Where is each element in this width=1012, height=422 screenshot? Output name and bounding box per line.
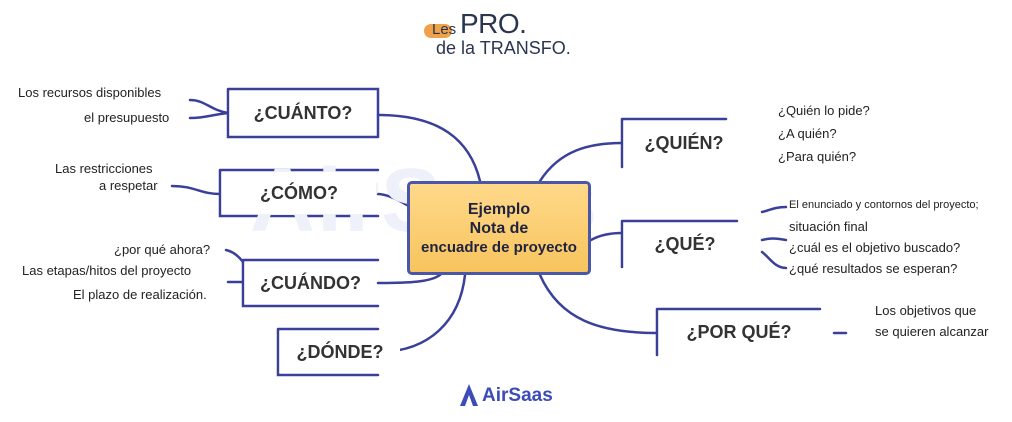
central-node-line3: encuadre de proyecto	[421, 238, 577, 256]
leaf-connector-cuanto	[188, 98, 230, 120]
leaf-connector-como	[170, 184, 222, 196]
branch-quien: ¿QUIÉN?	[624, 121, 744, 165]
leaf-cuando-1: ¿por qué ahora?	[114, 242, 211, 257]
leaf-por-que-1: Los objetivos que	[875, 303, 977, 318]
branch-como-label: ¿CÓMO?	[260, 182, 338, 203]
leaf-quien-2: ¿A quién?	[778, 126, 837, 141]
central-node: Ejemplo Nota de encuadre de proyecto	[407, 181, 591, 275]
leaf-quien-1: ¿Quién lo pide?	[778, 103, 870, 118]
central-node-line1: Ejemplo	[467, 200, 531, 218]
leaf-que-4: ¿qué resultados se esperan?	[789, 261, 958, 276]
branch-que-label: ¿QUÉ?	[654, 233, 716, 254]
leaf-que-3: ¿cuál es el objetivo buscado?	[789, 240, 961, 255]
branch-cuando: ¿CUÁNDO?	[245, 262, 376, 304]
central-node-line2: Nota de	[469, 219, 529, 237]
branch-quien-label: ¿QUIÉN?	[644, 132, 724, 153]
leaf-cuando-2: Las etapas/hitos del proyecto	[22, 263, 192, 278]
leaf-que-2: situación final	[789, 219, 868, 234]
leaf-por-que-2: se quieren alcanzar	[875, 324, 989, 339]
logo-pro-text: PRO.	[460, 8, 527, 39]
connector-como	[376, 192, 409, 207]
branch-cuando-label: ¿CUÁNDO?	[260, 272, 361, 293]
branch-que: ¿QUÉ?	[624, 223, 746, 265]
branch-como: ¿CÓMO?	[222, 172, 376, 214]
leaf-connector-que-1	[760, 205, 788, 214]
leaf-cuanto-1: Los recursos disponibles	[18, 85, 162, 100]
logo-accent-pill	[424, 24, 452, 38]
leaf-como-2: a respetar	[99, 178, 158, 193]
leaf-connector-que-2	[760, 237, 788, 242]
connector-quien	[538, 141, 624, 183]
leaf-como-1: Las restricciones	[55, 161, 153, 176]
logo-subtitle: de la TRANSFO.	[436, 38, 571, 58]
connector-cuanto	[376, 113, 482, 183]
leaf-quien-3: ¿Para quién?	[778, 149, 857, 164]
branch-donde-label: ¿DÓNDE?	[296, 341, 384, 362]
airsaas-logo: AirSaas	[458, 380, 553, 412]
branch-por-que: ¿POR QUÉ?	[659, 311, 819, 353]
leaf-que-1: El enunciado y contornos del proyecto;	[789, 199, 979, 211]
connector-que	[589, 231, 624, 242]
branch-cuanto-label: ¿CUÁNTO?	[253, 102, 353, 123]
leaf-connector-que-3	[760, 250, 788, 270]
connector-por-que	[538, 273, 659, 335]
connector-cuando	[376, 273, 442, 285]
branch-por-que-label: ¿POR QUÉ?	[686, 321, 792, 342]
airsaas-wordmark: AirSaas	[482, 385, 553, 406]
branch-donde: ¿DÓNDE?	[280, 331, 400, 373]
leaf-cuanto-2: el presupuesto	[84, 110, 170, 125]
logo-les-text: Les	[432, 21, 457, 38]
leaf-connector-cuando	[224, 248, 245, 284]
leaf-cuando-3: El plazo de realización.	[73, 287, 207, 302]
branch-cuanto: ¿CUÁNTO?	[230, 91, 376, 135]
airsaas-icon	[460, 384, 478, 406]
les-pro-logo: Les PRO. de la TRANSFO.	[420, 8, 590, 58]
